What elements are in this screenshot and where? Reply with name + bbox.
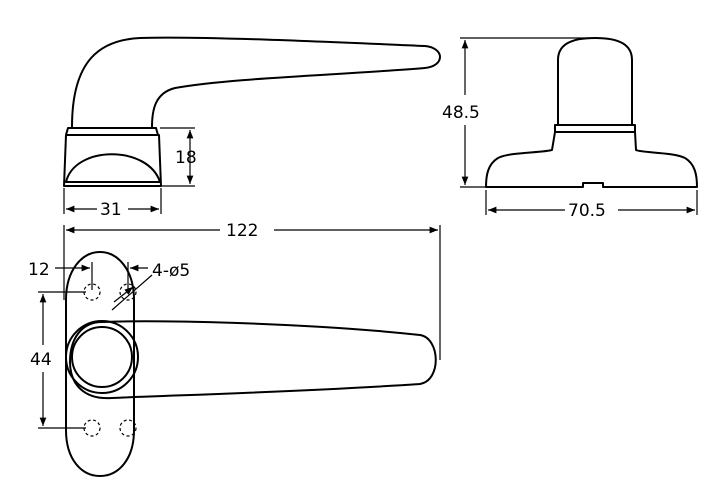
plan-view [65,251,437,477]
front-view [485,37,698,188]
dim-label-122: 122 [226,221,258,241]
screw-hole-bottom-left [83,419,101,437]
dim-label-holes: 4-ø5 [152,261,190,281]
dim-total-height: 48.5 [442,37,590,188]
rose-base-curve [65,153,161,183]
dim-total-width: 70.5 [485,190,698,221]
screw-hole-top-right [119,283,137,301]
rose-top [65,127,159,136]
dim-label-44: 44 [30,350,52,370]
lever-plan-outline [69,320,437,400]
rose-circle-inner [71,326,133,388]
rose-front-base [485,131,698,188]
side-view [63,36,441,187]
dim-base-height: 18 [160,127,197,187]
dim-label-12: 12 [28,260,50,280]
backplate [65,251,135,477]
dim-base-width: 31 [63,188,162,220]
dim-hole-spacing-y: 44 [30,291,86,429]
dim-holes-callout: 4-ø5 [111,261,190,311]
rose-collar [554,124,636,133]
dim-overall-length: 122 [63,221,441,360]
dim-label-70-5: 70.5 [568,201,606,221]
dim-label-48-5: 48.5 [442,103,480,123]
lever-side-profile [71,36,441,128]
dim-hole-spacing-x: 12 [28,260,148,290]
rose-circle-outer [65,320,139,394]
dim-label-31: 31 [100,200,122,220]
lever-front-profile [557,37,633,126]
dim-label-18: 18 [175,148,197,168]
screw-hole-bottom-right [119,419,137,437]
rose-base [63,134,162,187]
